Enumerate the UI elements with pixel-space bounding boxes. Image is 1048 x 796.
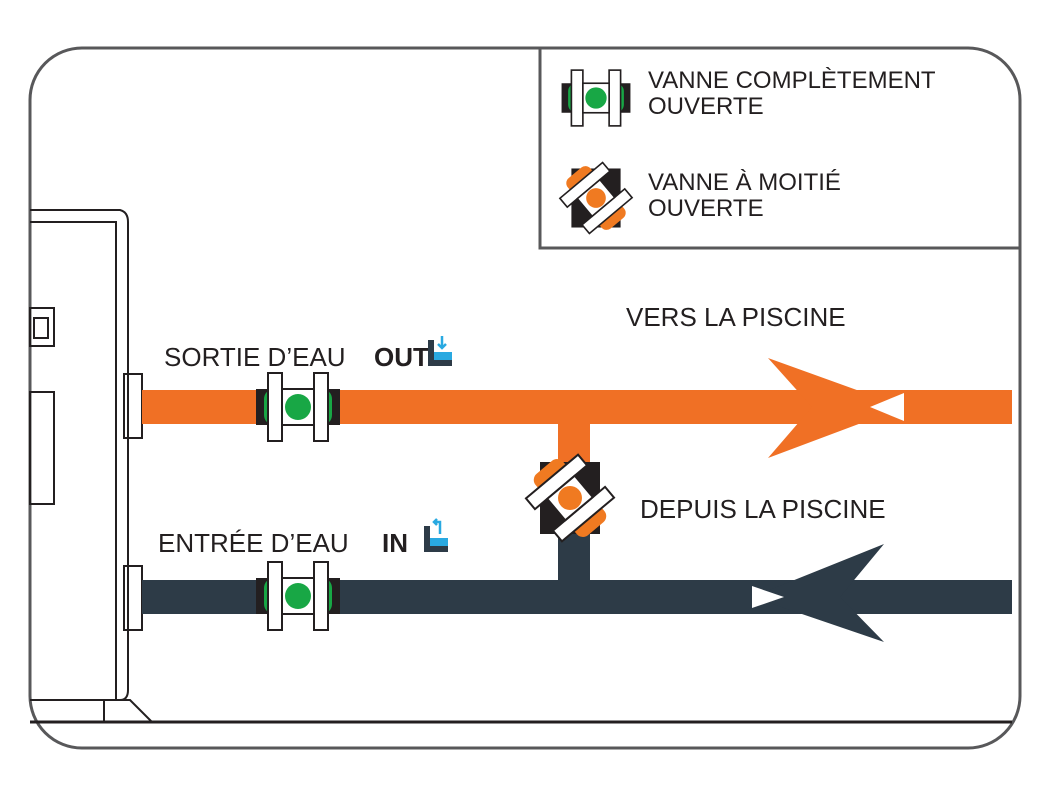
arrow-from-pool (752, 544, 884, 642)
legend-full-open-label-2: OUVERTE (648, 93, 764, 120)
arrow-to-pool (768, 358, 904, 458)
water-in-icon (424, 518, 448, 552)
heat-pump-unit (29, 209, 1012, 724)
legend-full-open-label-1: VANNE COMPLÈTEMENT (648, 67, 936, 94)
legend-half-open-label-2: OUVERTE (648, 195, 764, 222)
legend: VANNE COMPLÈTEMENT OUVERTE VANNE À MOITI… (538, 48, 1020, 250)
water-out-label: SORTIE D’EAU (164, 342, 346, 372)
water-in-label: ENTRÉE D’EAU (158, 528, 349, 558)
to-pool-label: VERS LA PISCINE (626, 302, 846, 332)
from-pool-label: DEPUIS LA PISCINE (640, 494, 886, 524)
out-tag: OUT (374, 342, 429, 372)
in-tag: IN (382, 528, 408, 558)
legend-half-open-label-1: VANNE À MOITIÉ (648, 169, 841, 196)
water-out-icon (428, 336, 452, 366)
